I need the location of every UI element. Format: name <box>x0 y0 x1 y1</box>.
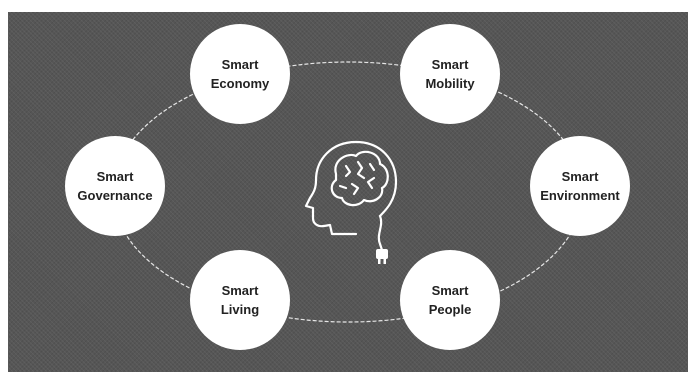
node-smart-people: Smart People <box>400 250 500 350</box>
node-line2: Mobility <box>425 76 475 91</box>
node-line1: Smart <box>561 169 599 184</box>
node-line1: Smart <box>96 169 134 184</box>
node-line2: Governance <box>77 188 153 203</box>
node-smart-mobility: Smart Mobility <box>400 24 500 124</box>
node-line1: Smart <box>221 57 259 72</box>
node-line1: Smart <box>221 283 259 298</box>
node-line1: Smart <box>431 57 469 72</box>
node-smart-governance: Smart Governance <box>65 136 165 236</box>
node-smart-living: Smart Living <box>190 250 290 350</box>
node-line2: Environment <box>540 188 620 203</box>
node-smart-economy: Smart Economy <box>190 24 290 124</box>
node-line1: Smart <box>431 283 469 298</box>
node-smart-environment: Smart Environment <box>530 136 630 236</box>
head-with-brain-and-plug-icon <box>304 140 398 264</box>
node-line2: People <box>428 302 472 317</box>
node-line2: Economy <box>210 76 270 91</box>
node-line2: Living <box>220 302 260 317</box>
